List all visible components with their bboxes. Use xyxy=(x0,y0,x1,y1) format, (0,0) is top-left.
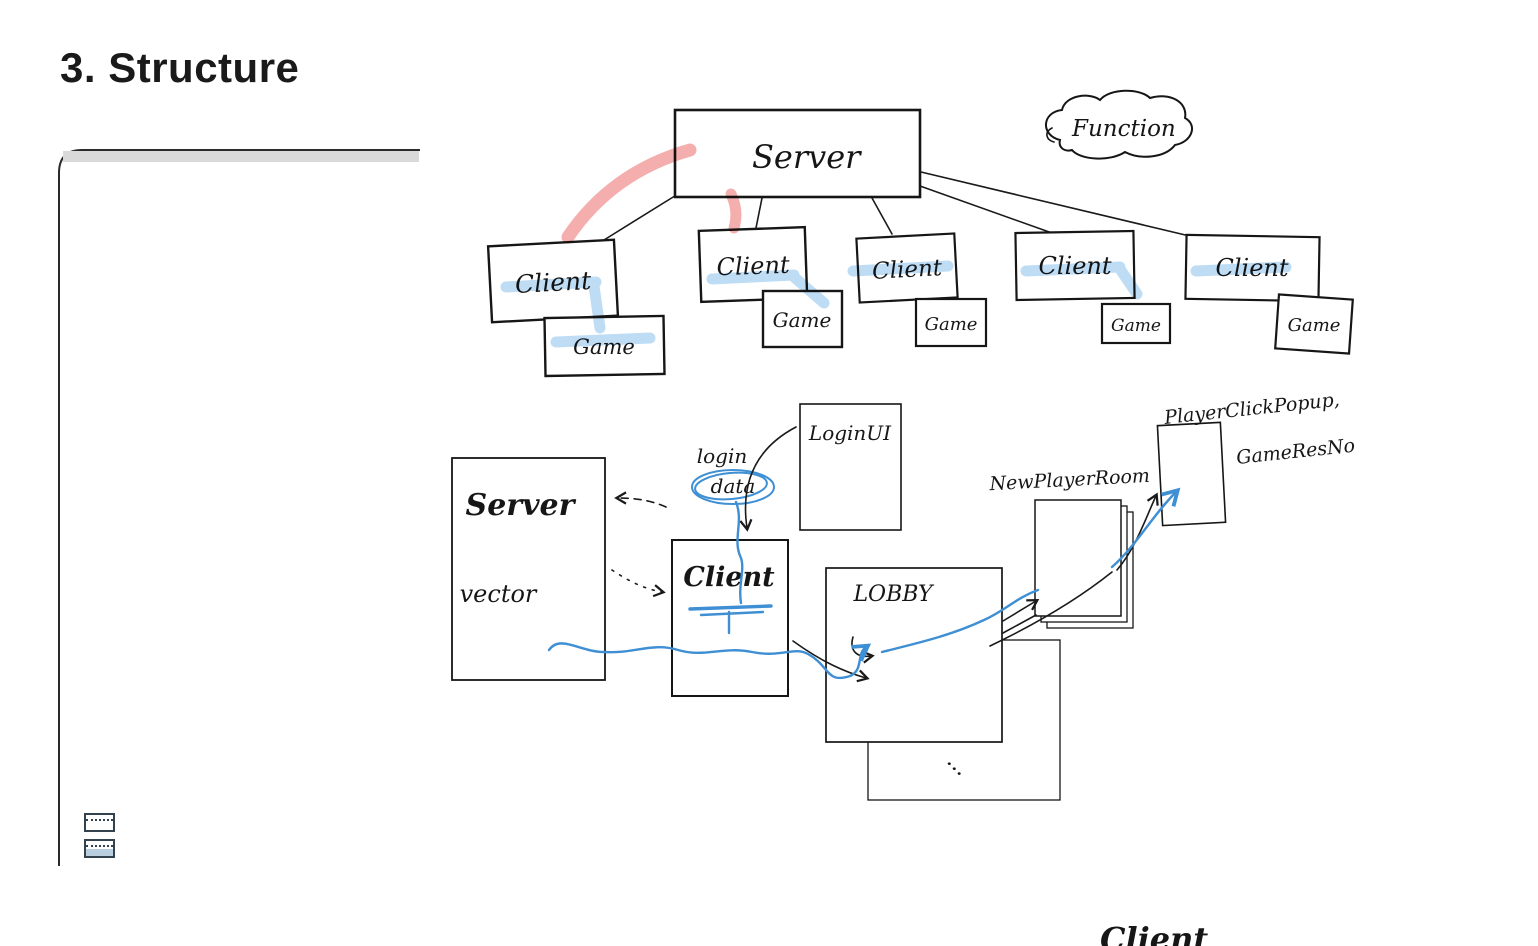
client-node-1: Client Game xyxy=(486,238,666,378)
line-lobby-to-stack-3 xyxy=(989,571,1113,647)
blue-data-tail xyxy=(734,500,744,605)
pink-highlights xyxy=(561,143,742,244)
function-cloud: Function xyxy=(1045,89,1194,160)
login-ui-box xyxy=(799,403,902,531)
table-icon-bottom xyxy=(84,839,115,858)
table-icon-dotted-row xyxy=(86,819,113,821)
hierarchy-diagram: Server Function Client Game Client Game xyxy=(486,89,1354,378)
game-label: Game xyxy=(1288,315,1341,336)
blue-wiggle-lobby-to-room xyxy=(880,588,1040,654)
flow-black-arrows xyxy=(611,426,1159,683)
game-box xyxy=(1100,302,1172,345)
table-icon-top xyxy=(84,813,115,832)
line-lobby-to-stack-1 xyxy=(1002,599,1040,622)
player-click-popup-box xyxy=(1156,421,1227,527)
partial-bottom-handwriting: Client xyxy=(1100,920,1209,946)
game-box xyxy=(761,289,844,349)
game-box xyxy=(1274,293,1354,355)
player-click-popup-label: PlayerClickPopup, xyxy=(1162,389,1340,429)
blue-client-underline-2 xyxy=(699,610,765,617)
client-node-3: Client Game xyxy=(855,232,988,348)
game-res-no-label: GameResNo xyxy=(1235,435,1356,469)
flow-server-box xyxy=(451,457,606,681)
function-label: Function xyxy=(1071,116,1176,142)
vector-label: vector xyxy=(460,580,538,608)
game-label: Game xyxy=(773,308,832,332)
flow-client-label: Client xyxy=(683,562,775,593)
blue-arrow-room-to-popup xyxy=(1110,487,1181,569)
highlighter-marks xyxy=(500,143,1292,348)
game-label: Game xyxy=(925,314,978,335)
game-box xyxy=(914,297,988,348)
new-player-room-stack xyxy=(1034,499,1134,629)
line-lobby-to-stack-2 xyxy=(1002,614,1037,634)
frame-header-bar xyxy=(63,151,419,162)
game-label: Game xyxy=(1111,316,1161,336)
blue-highlights xyxy=(500,260,1292,348)
arrow-server-to-client-dotted xyxy=(611,569,666,598)
hierarchy-connector-lines xyxy=(603,171,1199,241)
client-node-2: Client Game xyxy=(697,225,844,349)
arrow-client-to-lobby xyxy=(792,640,870,683)
table-icon-dotted-row xyxy=(86,845,113,847)
game-box xyxy=(543,314,666,378)
new-player-room-box xyxy=(1034,499,1122,617)
blue-client-underline-1 xyxy=(688,604,773,611)
flow-diagram: Server vector LoginUI login data Client … xyxy=(451,389,1356,801)
blue-pen-strokes xyxy=(547,487,1181,680)
page-title: 3. Structure xyxy=(60,44,300,91)
flow-server-label: Server xyxy=(466,488,577,523)
server-label: Server xyxy=(752,138,862,176)
login-text: login xyxy=(697,444,748,468)
arrow-client-to-server-dashed xyxy=(614,491,667,508)
arrow-stack-to-popup xyxy=(1116,492,1159,571)
client-node-4: Client Game xyxy=(1014,229,1172,345)
data-circle-scribble xyxy=(691,469,775,505)
new-player-room-label: NewPlayerRoom xyxy=(988,465,1151,495)
arrow-loginui-to-client xyxy=(739,426,797,532)
blue-wiggle-server-to-lobby xyxy=(547,642,872,680)
ellipsis-dots: ... xyxy=(942,749,975,782)
login-ui-label: LoginUI xyxy=(808,421,892,445)
client-node-5: Client Game xyxy=(1184,233,1354,355)
slide-frame xyxy=(58,149,420,866)
lobby-label: LOBBY xyxy=(852,582,935,607)
